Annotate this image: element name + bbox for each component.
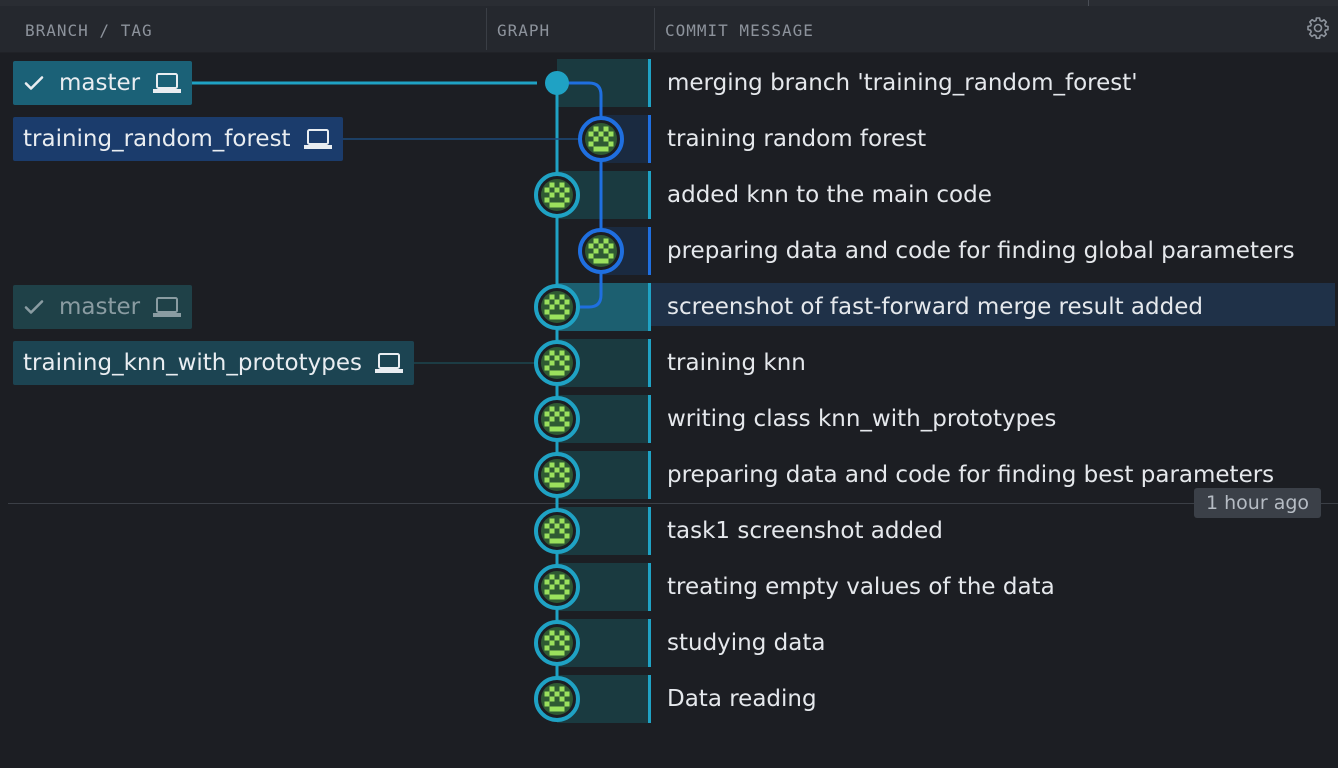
commit-message: writing class knn_with_prototypes	[667, 406, 1057, 432]
row-lane-indicator	[648, 171, 651, 219]
laptop-icon	[303, 129, 332, 149]
commit-message: preparing data and code for finding glob…	[667, 238, 1295, 264]
commit-message: preparing data and code for finding best…	[667, 462, 1275, 488]
author-avatar-icon	[541, 179, 573, 211]
row-lane-indicator	[648, 619, 651, 667]
branch-tag-column-header[interactable]: BRANCH / TAG	[25, 21, 153, 40]
identicon-pattern	[544, 630, 570, 656]
column-header: BRANCH / TAG GRAPH COMMIT MESSAGE	[0, 6, 1338, 53]
author-avatar-icon	[541, 515, 573, 547]
branch-ref-branch[interactable]: training_knn_with_prototypes	[13, 341, 414, 385]
time-divider	[8, 503, 1338, 504]
branch-ref-master[interactable]: master	[13, 285, 193, 329]
commit-message: treating empty values of the data	[667, 574, 1055, 600]
column-resizer-2[interactable]	[654, 8, 655, 50]
branch-ref-label: master	[59, 294, 141, 320]
row-lane-indicator	[648, 283, 651, 331]
commit-row[interactable]: training random forest	[0, 111, 1338, 167]
author-avatar-icon	[541, 459, 573, 491]
author-avatar-icon	[541, 683, 573, 715]
row-lane-indicator	[648, 395, 651, 443]
merge-node	[545, 71, 569, 95]
author-avatar-icon	[541, 403, 573, 435]
commit-message: training knn	[667, 350, 806, 376]
row-lane-indicator	[648, 339, 651, 387]
top-border	[0, 0, 1338, 6]
identicon-pattern	[588, 126, 614, 152]
row-lane-indicator	[648, 451, 651, 499]
author-avatar-icon	[585, 123, 617, 155]
author-avatar-icon	[585, 235, 617, 267]
identicon-pattern	[544, 350, 570, 376]
top-border-mark	[1088, 0, 1089, 6]
commit-message: screenshot of fast-forward merge result …	[667, 294, 1203, 320]
selected-row-highlight	[651, 283, 1335, 326]
commit-message: merging branch 'training_random_forest'	[667, 70, 1138, 96]
row-lane-indicator	[648, 507, 651, 555]
branch-ref-master[interactable]: master	[13, 61, 193, 105]
identicon-pattern	[544, 294, 570, 320]
row-lane-indicator	[648, 227, 651, 275]
commit-message-column-header[interactable]: COMMIT MESSAGE	[665, 21, 814, 40]
branch-ref-label: training_knn_with_prototypes	[23, 350, 362, 376]
laptop-icon	[374, 353, 403, 373]
identicon-pattern	[544, 182, 570, 208]
identicon-pattern	[544, 462, 570, 488]
author-avatar-icon	[541, 571, 573, 603]
check-icon	[24, 76, 44, 90]
row-lane-indicator	[648, 115, 651, 163]
laptop-icon	[153, 73, 182, 93]
commit-row[interactable]: preparing data and code for finding glob…	[0, 223, 1338, 279]
laptop-icon	[153, 297, 182, 317]
identicon-pattern	[544, 574, 570, 600]
author-avatar-icon	[541, 291, 573, 323]
lane-line-branch	[557, 81, 603, 309]
commit-message: task1 screenshot added	[667, 518, 943, 544]
time-marker-badge: 1 hour ago	[1194, 488, 1322, 518]
commit-message: studying data	[667, 630, 826, 656]
commit-message: training random forest	[667, 126, 927, 152]
column-resizer-1[interactable]	[486, 8, 487, 50]
row-lane-indicator	[648, 59, 651, 107]
gear-icon[interactable]	[1306, 16, 1330, 40]
identicon-pattern	[544, 518, 570, 544]
identicon-pattern	[588, 238, 614, 264]
row-lane-indicator	[648, 563, 651, 611]
graph-column-header[interactable]: GRAPH	[497, 21, 551, 40]
branch-ref-label: training_random_forest	[23, 126, 291, 152]
check-icon	[24, 300, 44, 314]
identicon-pattern	[544, 406, 570, 432]
author-avatar-icon	[541, 627, 573, 659]
branch-ref-label: master	[59, 70, 141, 96]
identicon-pattern	[544, 686, 570, 712]
commit-message: added knn to the main code	[667, 182, 992, 208]
row-lane-indicator	[648, 675, 651, 723]
branch-ref-branch[interactable]: training_random_forest	[13, 117, 343, 161]
author-avatar-icon	[541, 347, 573, 379]
commit-message: Data reading	[667, 686, 817, 712]
